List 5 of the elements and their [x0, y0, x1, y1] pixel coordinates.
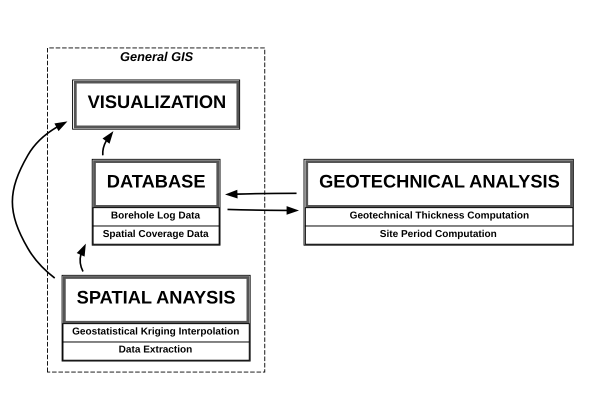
arrow — [12, 120, 68, 278]
arrow — [76, 243, 86, 272]
arrow — [225, 189, 297, 198]
arrow — [227, 206, 300, 214]
arrow — [102, 130, 114, 155]
